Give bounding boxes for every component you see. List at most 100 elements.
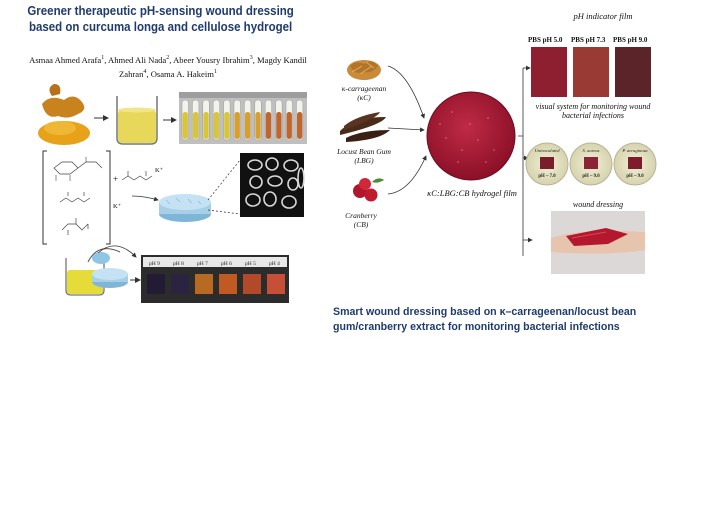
author-affiliation: 3 (249, 55, 253, 61)
author-name: Magdy Kandil Zahran4 (119, 54, 307, 80)
ph-strip-label: pH 7 (197, 261, 208, 267)
indicator-swatch (531, 47, 567, 97)
author-affiliation: 1 (101, 55, 105, 61)
sem-pore (281, 195, 297, 209)
plate-ph-value: pH ~ 9.0 (582, 174, 600, 179)
pbs-label-3: PBS pH 9.0 (613, 36, 648, 44)
indicator-title: pH indicator film (573, 11, 633, 21)
plate-film-sample (628, 157, 642, 169)
curcuma-root-icon (42, 84, 85, 118)
tube-solution (224, 112, 230, 139)
plate-ph-value: pH ~ 7.0 (538, 174, 556, 179)
author-list: Asmaa Ahmed Arafa1, Ahmed Ali Nada2, Abe… (29, 54, 307, 80)
plate-film-sample (540, 157, 554, 169)
plate-label: S. aureus (583, 148, 600, 153)
tube-solution (203, 112, 209, 139)
ph-strip-label: pH 8 (173, 261, 184, 267)
author-name: Asmaa Ahmed Arafa1 (29, 54, 105, 65)
plate-label: P. aeruginosa (621, 148, 648, 153)
dressing-title: wound dressing (572, 200, 624, 209)
curcuma-powder-icon (38, 121, 90, 145)
chemical-structures-bracket (42, 150, 111, 245)
tube-solution (245, 112, 251, 139)
sem-micrograph-image (240, 153, 305, 217)
tube-solution (265, 112, 272, 139)
sem-pore (263, 191, 277, 207)
beaker-icon (116, 96, 158, 145)
tube-solution (182, 112, 188, 139)
tube-solution (255, 112, 261, 139)
ph-indicator-swatches (531, 47, 651, 97)
ph-strip-label: pH 5 (245, 261, 256, 267)
film-speckle-dot (445, 137, 447, 139)
hydrogel-disk-icon (92, 268, 128, 288)
visual-system-title: visual system for monitoring wound bacte… (535, 102, 651, 120)
petri-plate: P. aeruginosa pH ~ 9.0 (613, 142, 657, 186)
author-name: Ahmed Ali Nada2 (108, 54, 170, 65)
locust-bean-pods-icon (340, 112, 390, 142)
pbs-label-1: PBS pH 5.0 (528, 36, 563, 44)
tube-solution (276, 112, 282, 139)
ph-strip-sample (171, 274, 189, 294)
tube-solution (234, 112, 240, 139)
ph-strip-sample (195, 274, 213, 294)
lbg-label: Locust Bean Gum (LBG) (337, 147, 391, 165)
sem-pore (247, 159, 263, 171)
petri-plate: Uninoculated pH ~ 7.0 (525, 142, 569, 186)
persulfate-structure: K⁺ K⁺ (113, 167, 164, 210)
cranberry-label: Cranberry (CB) (335, 211, 387, 229)
arrow-icon (387, 127, 425, 133)
potassium-label: K⁺ (113, 203, 122, 210)
wound-dressing-photo (551, 211, 645, 274)
ingredient-name: Cranberry (345, 211, 377, 220)
arrow-icon (387, 155, 427, 195)
ingredient-abbr: (κC) (357, 93, 371, 102)
film-speckle-dot (493, 149, 495, 151)
carrageenan-flakes-icon (347, 60, 381, 80)
pbs-label-2: PBS pH 7.3 (571, 36, 606, 44)
tube-solution (286, 112, 292, 139)
plate-label: Uninoculated (534, 148, 560, 153)
arrow-icon (131, 195, 159, 202)
arrow-icon (387, 65, 425, 119)
tube-solution (213, 112, 220, 139)
output-bracket (518, 68, 524, 256)
ph-strip-label: pH 6 (221, 261, 232, 267)
sem-pore (267, 175, 283, 187)
author-name: Abeer Yousry Ibrahim3 (173, 54, 253, 65)
sem-pore (265, 157, 279, 171)
sem-pore (283, 159, 299, 172)
sem-pore (297, 167, 305, 189)
cranberry-icon (353, 178, 384, 202)
film-speckle-dot (461, 149, 463, 151)
ph-strip-label: pH 4 (269, 261, 280, 267)
hydrogel-disk-icon (159, 194, 211, 222)
film-speckle-dot (457, 161, 459, 163)
ingredient-name: κ-carrageenan (341, 84, 387, 93)
tube-solution (193, 112, 199, 139)
tube-solution (297, 112, 303, 139)
film-speckle-dot (439, 123, 441, 125)
author-name: Osama A. Hakeim1 (150, 69, 217, 80)
ph-strip-sample (219, 274, 237, 294)
arrow-icon (97, 245, 137, 258)
sem-pore (245, 193, 261, 207)
carrageenan-label: κ-carrageenan (κC) (330, 84, 398, 102)
plus-sign: + (113, 174, 118, 184)
ph-strip-sample (267, 274, 285, 294)
petri-plate: S. aureus pH ~ 9.0 (569, 142, 613, 186)
film-speckle-dot (487, 117, 489, 119)
author-affiliation: 2 (166, 55, 170, 61)
left-paper-title: Greener therapeutic pH-sensing wound dre… (27, 4, 294, 34)
film-speckle-dot (451, 111, 453, 113)
indicator-swatch (615, 47, 651, 97)
sem-pore (249, 175, 263, 189)
ph-strip-sample (243, 274, 261, 294)
potassium-label: K⁺ (155, 167, 164, 174)
test-tube-rack (179, 92, 307, 144)
author-affiliation: 1 (213, 69, 217, 76)
plate-film-sample (584, 157, 598, 169)
plate-ph-value: pH ~ 9.0 (626, 174, 644, 179)
